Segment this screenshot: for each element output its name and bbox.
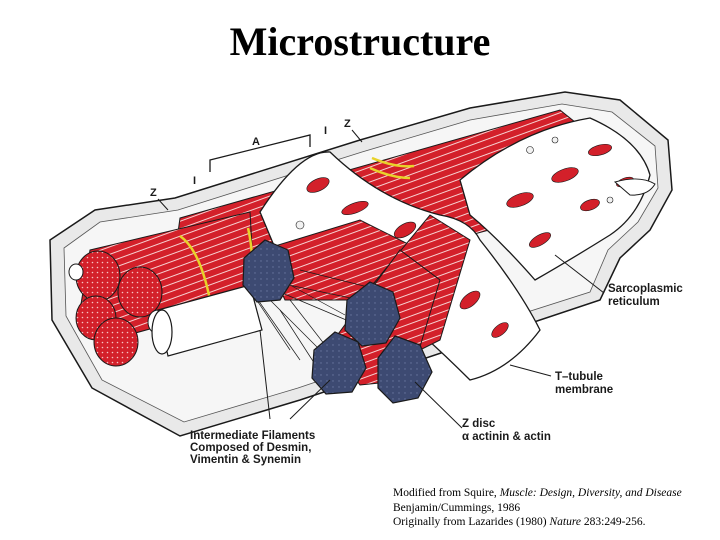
band-label-z-left: Z [150,187,157,199]
label-zdisc-line1: Z disc [462,418,496,430]
label-zdisc-line2: α actinin & actin [462,431,551,443]
citation-author: Modified from Squire, [393,487,500,499]
citation-book-title: Muscle: Design, Diversity, and Disease [499,487,682,499]
page-title: Microstructure [229,19,491,64]
leader-lines [157,129,605,429]
label-sarcoplasmic-line1: Sarcoplasmic [608,283,683,295]
band-label-z-right: Z [344,118,351,130]
t-tubule-cylinder [151,284,263,357]
band-label-i-left: I [193,175,196,187]
label-ttubule-line1: T–tubule [555,371,603,383]
label-sarcoplasmic-line2: reticulum [608,296,660,308]
citation: Modified from Squire, Muscle: Design, Di… [393,486,713,530]
band-bracket [209,134,311,172]
band-label-a: A [252,136,260,148]
label-if-line3: Vimentin & Synemin [190,454,301,466]
citation-original: Originally from Lazarides (1980) [393,516,550,528]
citation-line-3: Originally from Lazarides (1980) Nature … [393,515,713,530]
label-if-line2: Composed of Desmin, [190,442,311,454]
label-ttubule-line2: membrane [555,384,613,396]
z-disc-hexagons [242,239,433,404]
label-if-line1: Intermediate Filaments [190,430,315,442]
citation-line-2: Benjamin/Cummings, 1986 [393,501,521,514]
membrane-tab [613,178,656,196]
band-label-i-right: I [324,125,327,137]
citation-volume: 283:249-256. [581,516,646,528]
citation-line-1: Modified from Squire, Muscle: Design, Di… [393,486,713,501]
citation-journal: Nature [549,516,582,528]
